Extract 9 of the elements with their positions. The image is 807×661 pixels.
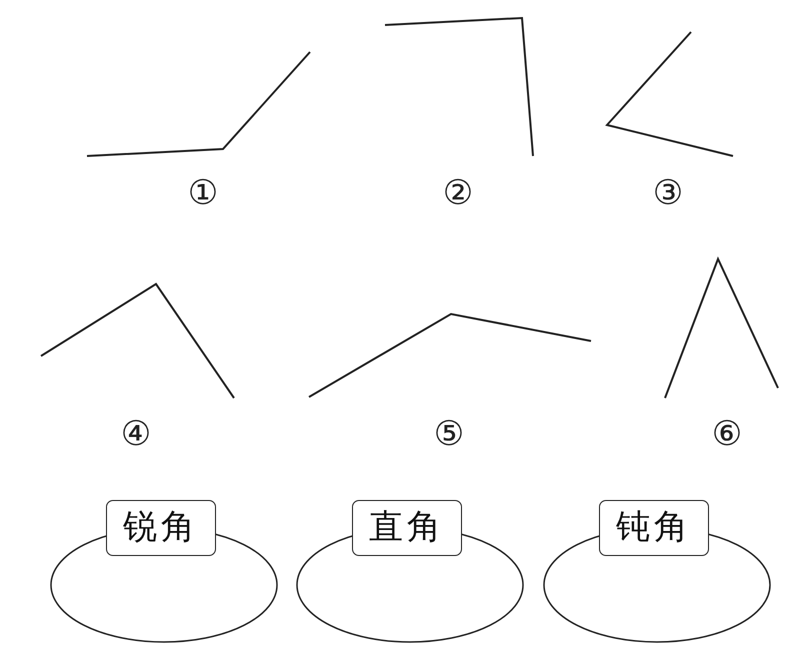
callout-number: ③ [652,176,684,210]
callout-number: ⑤ [434,417,464,451]
callout-number: ⑥ [712,417,742,451]
label-box: 锐角 [106,500,216,556]
callout-number: ④ [120,417,152,451]
label-box: 直角 [352,500,462,556]
label-box: 钝角 [599,500,709,556]
callout-number: ① [188,176,218,210]
callout-number: ② [442,176,474,210]
